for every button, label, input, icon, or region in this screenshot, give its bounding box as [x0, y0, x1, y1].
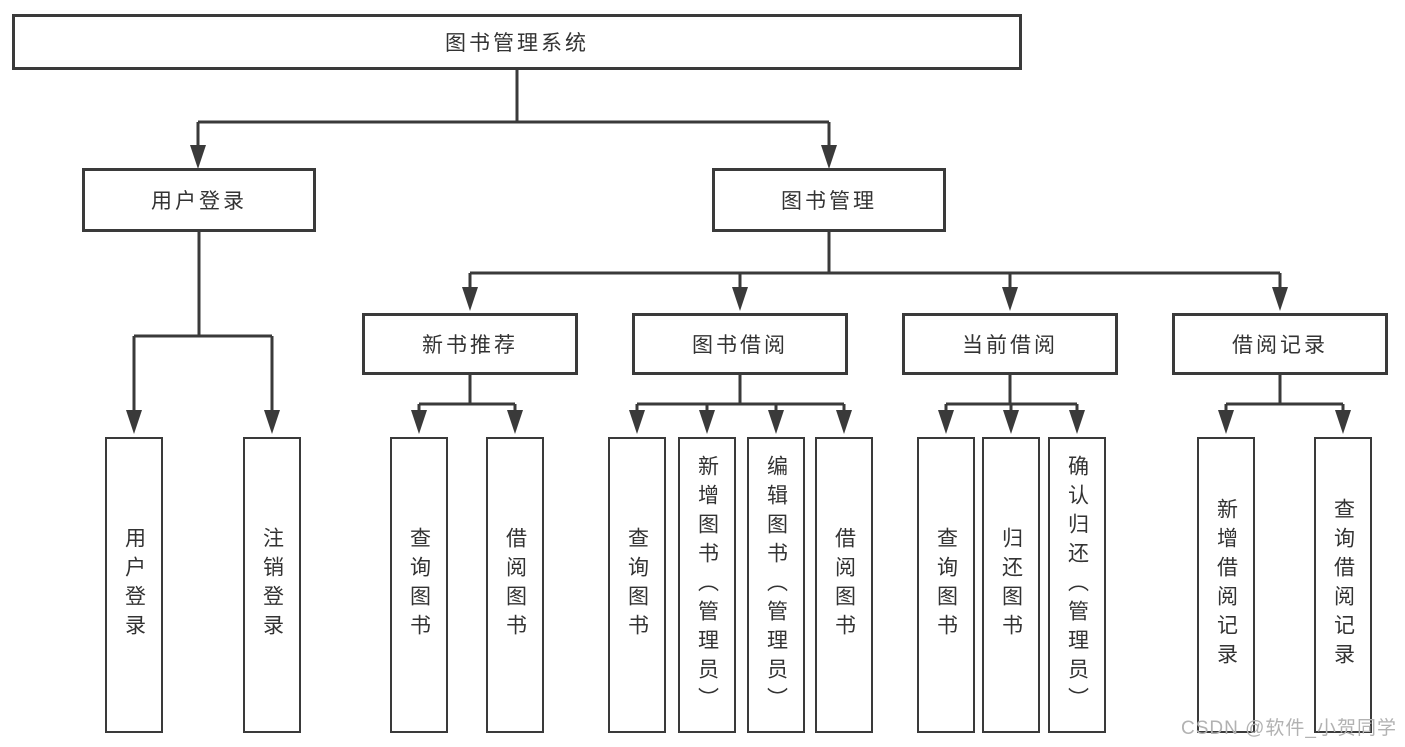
- arrowhead: [629, 410, 645, 434]
- leaf-edit-books-admin: 编辑图书（管理员）: [747, 437, 805, 733]
- leaf-borrow-books: 借阅图书: [486, 437, 544, 733]
- arrowhead: [1218, 410, 1234, 434]
- connector-borrow-records: [1224, 375, 1345, 414]
- leaf-return-books: 归还图书: [982, 437, 1040, 733]
- leaf-logout: 注销登录: [243, 437, 301, 733]
- arrowhead: [1069, 410, 1085, 434]
- arrowhead: [190, 145, 206, 169]
- arrowhead: [768, 410, 784, 434]
- arrowhead: [821, 145, 837, 169]
- arrowhead: [732, 287, 748, 311]
- connector-user-login: [132, 232, 274, 414]
- leaf-query-books: 查询图书: [390, 437, 448, 733]
- leaf-borrow-books: 借阅图书: [815, 437, 873, 733]
- leaf-add-books-admin: 新增图书（管理员）: [678, 437, 736, 733]
- leaf-confirm-return-admin: 确认归还（管理员）: [1048, 437, 1106, 733]
- node-book-borrowing: 图书借阅: [632, 313, 848, 375]
- arrowhead: [836, 410, 852, 434]
- node-user-login: 用户登录: [82, 168, 316, 232]
- csdn-watermark: CSDN @软件_小贺同学: [1181, 718, 1397, 739]
- node-current-borrowing: 当前借阅: [902, 313, 1118, 375]
- connector-root: [196, 70, 831, 150]
- arrowhead: [264, 410, 280, 434]
- leaf-query-books: 查询图书: [608, 437, 666, 733]
- arrowhead: [1003, 410, 1019, 434]
- node-root-title: 图书管理系统: [12, 14, 1022, 70]
- leaf-add-borrow-record: 新增借阅记录: [1197, 437, 1255, 733]
- connector-new-books: [417, 375, 517, 414]
- arrowhead: [1335, 410, 1351, 434]
- node-book-management: 图书管理: [712, 168, 946, 232]
- arrowhead: [126, 410, 142, 434]
- arrowhead: [507, 410, 523, 434]
- arrowhead: [699, 410, 715, 434]
- arrowhead: [462, 287, 478, 311]
- arrowhead: [1002, 287, 1018, 311]
- connector-book-mgmt: [468, 232, 1282, 291]
- leaf-query-borrow-record: 查询借阅记录: [1314, 437, 1372, 733]
- leaf-user-login: 用户登录: [105, 437, 163, 733]
- arrowhead: [938, 410, 954, 434]
- arrowhead: [1272, 287, 1288, 311]
- arrowhead: [411, 410, 427, 434]
- node-new-book-recommend: 新书推荐: [362, 313, 578, 375]
- leaf-query-books: 查询图书: [917, 437, 975, 733]
- connector-book-borrow: [635, 375, 846, 414]
- connector-current-borrow: [944, 375, 1079, 414]
- node-borrow-records: 借阅记录: [1172, 313, 1388, 375]
